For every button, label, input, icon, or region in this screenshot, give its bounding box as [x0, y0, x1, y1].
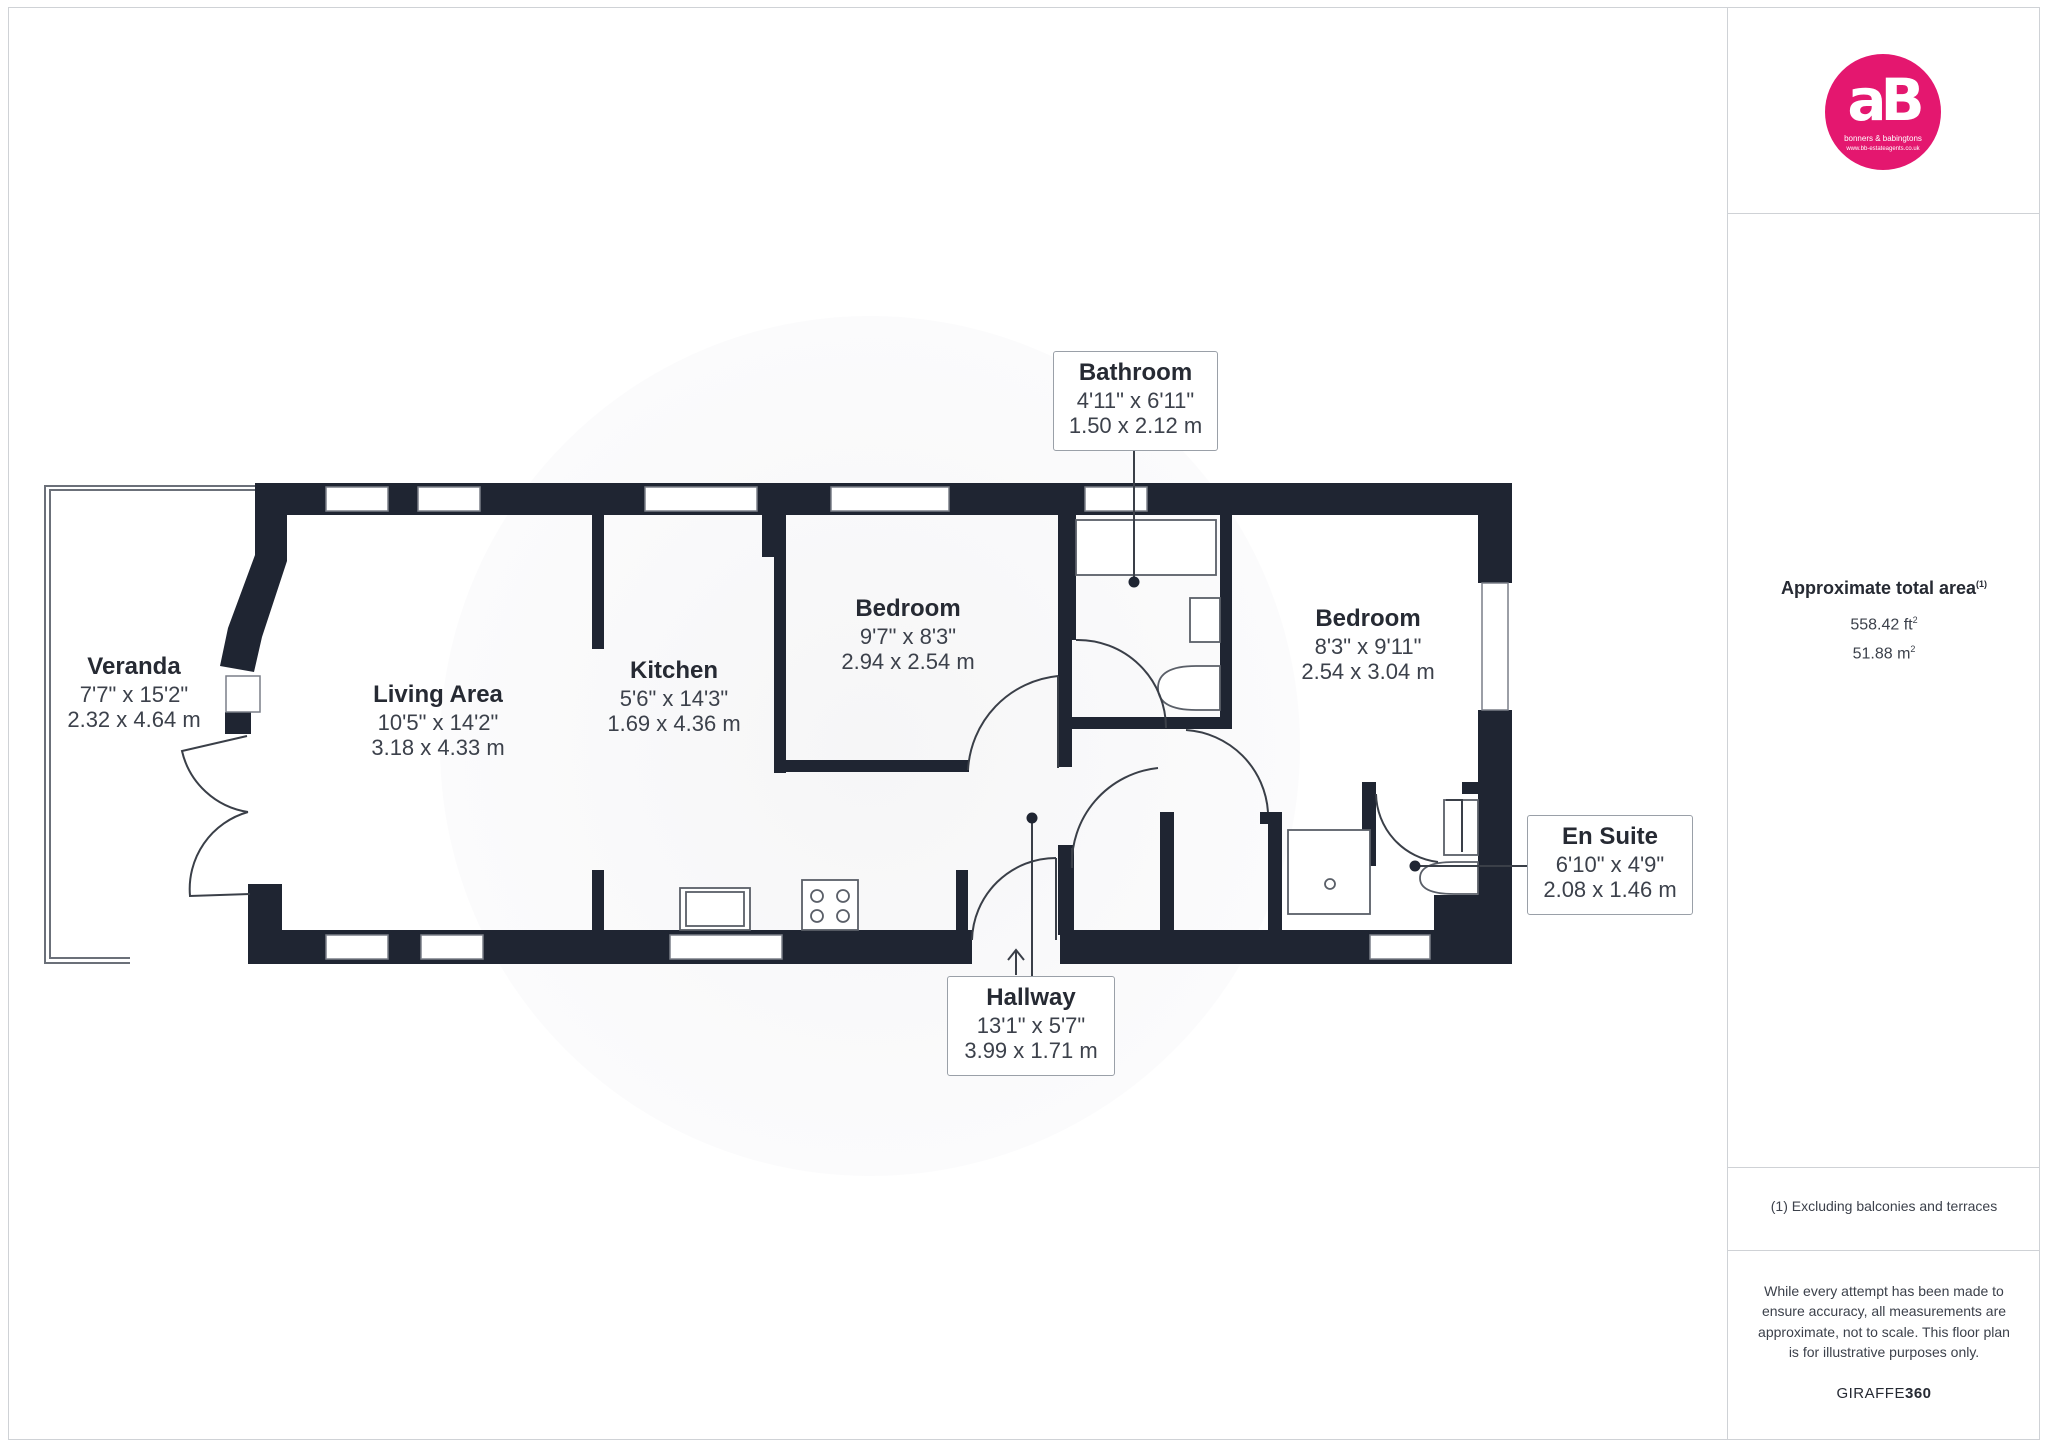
veranda-outline [44, 485, 255, 964]
room-callout-en-suite: En Suite 6'10" x 4'9" 2.08 x 1.46 m [1527, 815, 1693, 915]
room-imperial: 5'6" x 14'3" [619, 686, 729, 712]
room-metric: 1.69 x 4.36 m [607, 710, 741, 736]
room-imperial: 6'10" x 4'9" [1555, 852, 1665, 878]
floor-plan-drawing [44, 316, 1527, 1176]
logo-tagline: bonners & babingtons [1844, 134, 1922, 143]
total-area-title: Approximate total area(1) [1728, 578, 2040, 599]
agency-logo[interactable]: aB bonners & babingtons www.bb-estateage… [1825, 54, 1941, 170]
room-imperial: 10'5" x 14'2" [377, 710, 499, 736]
room-callout-hallway: Hallway 13'1" x 5'7" 3.99 x 1.71 m [947, 976, 1115, 1076]
room-name: Hallway [986, 984, 1076, 1011]
info-sidebar: aB bonners & babingtons www.bb-estateage… [1727, 7, 2040, 1440]
room-name: En Suite [1561, 823, 1658, 850]
logo-letters: aB [1847, 66, 1924, 134]
door-swings [180, 638, 1463, 941]
callout-leaders [1031, 447, 1527, 976]
kitchen-fittings [679, 879, 859, 931]
sidebar-divider [1728, 1250, 2040, 1251]
room-label-bedroom-2: Bedroom 8'3" x 9'11" 2.54 x 3.04 m [1278, 605, 1458, 684]
giraffe360-brand: GIRAFFE360 [1728, 1385, 2040, 1402]
room-metric: 2.32 x 4.64 m [67, 706, 201, 732]
room-name: Bedroom [855, 595, 961, 622]
room-label-living-area: Living Area 10'5" x 14'2" 3.18 x 4.33 m [338, 681, 538, 760]
room-callout-bathroom: Bathroom 4'11" x 6'11" 1.50 x 2.12 m [1053, 351, 1218, 451]
room-imperial: 8'3" x 9'11" [1314, 634, 1422, 660]
room-name: Living Area [373, 681, 503, 708]
room-name: Bathroom [1078, 359, 1193, 386]
logo-url: www.bb-estateagents.co.uk [1846, 146, 1920, 152]
room-name: Kitchen [629, 657, 718, 684]
total-area-sqft: 558.42 ft2 [1728, 615, 2040, 634]
room-label-bedroom-1: Bedroom 9'7" x 8'3" 2.94 x 2.54 m [818, 595, 998, 674]
room-imperial: 9'7" x 8'3" [859, 624, 957, 650]
disclaimer-text: While every attempt has been made to ens… [1758, 1283, 2010, 1360]
room-imperial: 13'1" x 5'7" [976, 1013, 1086, 1039]
room-label-kitchen: Kitchen 5'6" x 14'3" 1.69 x 4.36 m [584, 657, 764, 736]
bathroom-fittings [1075, 519, 1479, 915]
room-label-veranda: Veranda 7'7" x 15'2" 2.32 x 4.64 m [44, 653, 224, 732]
area-sqft-value: 558.42 ft [1850, 616, 1913, 634]
room-metric: 2.08 x 1.46 m [1543, 876, 1677, 902]
area-sqm-value: 51.88 m [1852, 645, 1911, 663]
sidebar-divider [1728, 1167, 2040, 1168]
room-metric: 3.99 x 1.71 m [964, 1037, 1098, 1063]
total-area-label: Approximate total area [1780, 578, 1977, 598]
floor-plan-sheet [8, 7, 2040, 1440]
room-imperial: 4'11" x 6'11" [1076, 388, 1195, 414]
brand-light: GIRAFFE [1836, 1385, 1905, 1402]
sidebar-divider [1728, 213, 2040, 214]
total-area-sqm: 51.88 m2 [1728, 644, 2040, 663]
windows [225, 486, 1509, 960]
room-metric: 2.94 x 2.54 m [841, 648, 975, 674]
area-footnote: (1) Excluding balconies and terraces [1770, 1198, 1998, 1214]
brand-bold: 360 [1904, 1385, 1932, 1402]
room-name: Bedroom [1315, 605, 1421, 632]
room-metric: 2.54 x 3.04 m [1301, 658, 1435, 684]
area-sqft-unit-sup: 2 [1912, 615, 1918, 625]
entrance-arrow [1007, 948, 1025, 975]
room-metric: 3.18 x 4.33 m [371, 734, 505, 760]
area-sqm-unit-sup: 2 [1910, 644, 1916, 654]
callout-dots [1026, 576, 1421, 872]
room-metric: 1.50 x 2.12 m [1068, 412, 1203, 438]
footnote-marker: (1) [1976, 579, 1988, 589]
room-imperial: 7'7" x 15'2" [79, 682, 189, 708]
room-name: Veranda [87, 653, 181, 680]
